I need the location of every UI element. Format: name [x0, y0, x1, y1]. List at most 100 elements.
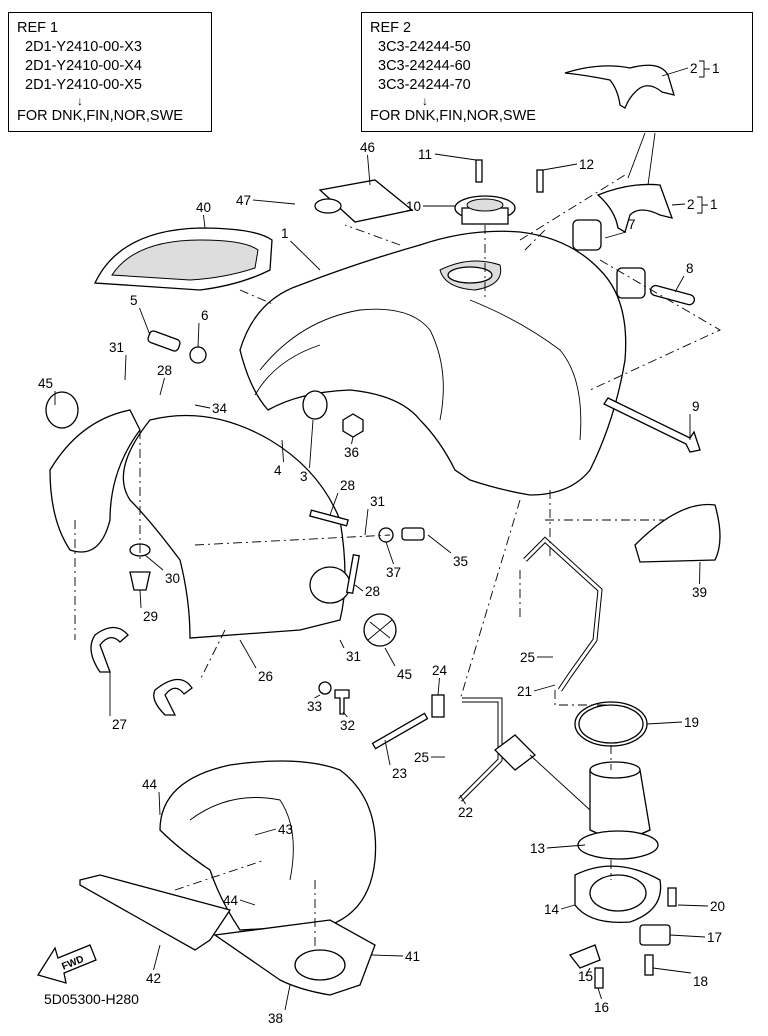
leader-line: [139, 589, 142, 609]
leader-line: [329, 492, 339, 516]
leader-line: [437, 677, 440, 696]
callout-16: 16: [594, 1000, 609, 1015]
drawing-code: 5D05300-H280: [44, 991, 139, 1007]
down-arrow-icon: ↓: [77, 94, 83, 108]
leader-line: [427, 534, 452, 554]
leader-line: [674, 275, 685, 293]
callout-15: 15: [578, 969, 593, 984]
callout-31: 31: [370, 494, 385, 509]
leader-line: [158, 791, 161, 816]
callout-40: 40: [196, 200, 211, 215]
callout-28: 28: [340, 478, 355, 493]
callout-34: 34: [212, 401, 228, 416]
callout-26: 26: [258, 669, 273, 684]
ref1-part-number: 2D1-Y2410-00-X3: [25, 39, 142, 55]
callout-25: 25: [414, 750, 429, 765]
leader-line: [699, 561, 701, 585]
leader-line: [194, 404, 211, 409]
callout-23: 23: [392, 766, 407, 781]
ref1-note: FOR DNK,FIN,NOR,SWE: [17, 108, 183, 124]
callout-7: 7: [628, 217, 636, 232]
callout-44: 44: [142, 777, 158, 792]
ref2-part-number: 3C3-24244-50: [378, 39, 471, 55]
callout-17: 17: [707, 930, 722, 945]
leader-line: [254, 828, 277, 836]
leader-line: [533, 684, 556, 692]
leader-line: [309, 419, 314, 469]
side-cover-drawing: [122, 414, 346, 639]
callout-13: 13: [530, 841, 545, 856]
callout-8: 8: [686, 261, 694, 276]
hoses-drawing: [371, 536, 603, 802]
callout-35: 35: [453, 554, 468, 569]
callout-19: 19: [684, 715, 699, 730]
callout-22: 22: [458, 805, 473, 820]
leader-line: [384, 647, 396, 667]
leader-line: [371, 954, 404, 957]
down-arrow-icon: ↓: [422, 94, 428, 108]
fwd-arrow-icon: FWD: [36, 944, 97, 984]
callout-33: 33: [307, 699, 322, 714]
leader-line: [197, 322, 200, 348]
small-parts-drawing: [90, 330, 425, 716]
callout-28: 28: [365, 584, 380, 599]
leader-line: [677, 904, 709, 907]
callout-37: 37: [386, 565, 401, 580]
leader-line: [124, 354, 127, 381]
callout-32: 32: [340, 718, 355, 733]
leader-line: [669, 934, 706, 938]
leader-line: [139, 307, 151, 336]
leader-line: [652, 967, 692, 974]
leader-line: [290, 240, 321, 271]
ref2-emblem-drawing: 2 1: [564, 60, 720, 186]
ref2-note: FOR DNK,FIN,NOR,SWE: [370, 108, 536, 124]
callout-3: 3: [300, 469, 308, 484]
bracket-icon: [697, 196, 708, 214]
leader-line: [434, 153, 477, 161]
leader-line: [546, 844, 586, 849]
callout-31: 31: [109, 340, 124, 355]
fuel-pump-drawing: [494, 734, 677, 989]
callout-42: 42: [146, 971, 161, 986]
ref1-box: REF 1 2D1-Y2410-00-X3 2D1-Y2410-00-X4 2D…: [8, 12, 212, 132]
callout-14: 14: [544, 902, 560, 917]
callout-43: 43: [278, 822, 293, 837]
callout-45: 45: [397, 667, 412, 682]
callout-46: 46: [360, 140, 375, 155]
callout-1: 1: [710, 197, 718, 212]
damper-drawing: [572, 219, 696, 306]
leader-line: [351, 436, 354, 445]
callout-10: 10: [406, 199, 421, 214]
leader-line: [144, 554, 164, 571]
leader-line: [459, 794, 466, 805]
leader-line: [542, 163, 578, 171]
callout-12: 12: [579, 157, 594, 172]
callout-21: 21: [517, 684, 532, 699]
callout-41: 41: [405, 949, 420, 964]
leader-line: [339, 639, 345, 649]
callout-11: 11: [418, 147, 432, 162]
leader-line: [354, 584, 364, 592]
ref1-part-number: 2D1-Y2410-00-X5: [25, 77, 142, 93]
leader-line: [284, 984, 291, 1011]
leader-line: [367, 154, 371, 186]
callout-39: 39: [692, 585, 707, 600]
callout-1: 1: [281, 226, 289, 241]
callout-2: 2: [687, 197, 695, 212]
leader-line: [364, 508, 369, 536]
leader-line: [159, 377, 165, 396]
leader-line: [385, 541, 394, 565]
leader-line: [560, 904, 576, 910]
leader-line: [342, 711, 348, 718]
leader-line: [281, 439, 284, 463]
leader-line: [203, 214, 206, 229]
callout-44: 44: [223, 893, 239, 908]
leader-line: [252, 199, 296, 205]
ref2-callout-ref: 1: [712, 61, 720, 76]
leader-line: [384, 739, 391, 766]
leader-line: [646, 721, 683, 725]
callout-20: 20: [710, 899, 725, 914]
callout-28: 28: [157, 363, 172, 378]
callout-31: 31: [346, 649, 361, 664]
